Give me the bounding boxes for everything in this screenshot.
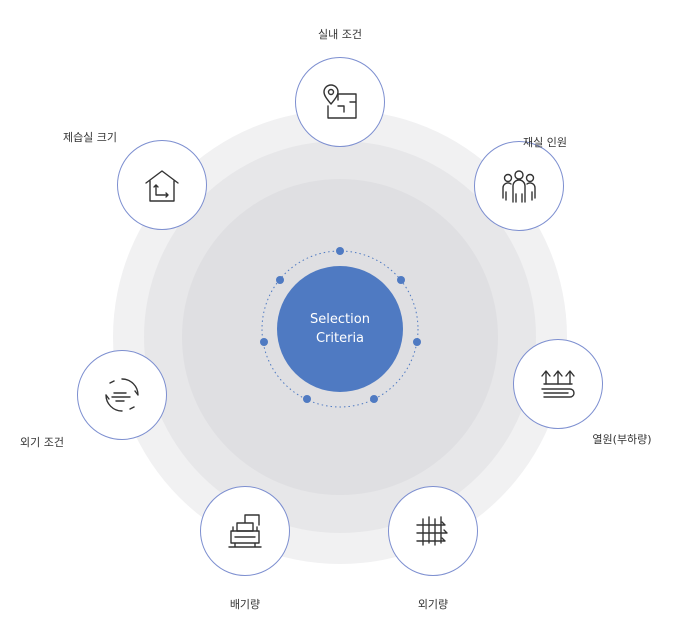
criterion-node-occupants — [474, 141, 564, 231]
heat-source-arrows-icon — [541, 370, 575, 398]
criterion-node-exhaust-volume — [200, 486, 290, 576]
criterion-label-outdoor-air-conditions: 외기 조건 — [20, 436, 64, 449]
orbit-dot — [413, 338, 421, 346]
outdoor-air-cycle-icon — [105, 378, 139, 412]
house-dimension-icon — [145, 170, 179, 202]
criterion-label-indoor-conditions: 실내 조건 — [318, 28, 362, 41]
criterion-label-dehumidifying-room-size: 제습실 크기 — [62, 131, 118, 144]
center-title-line2: Criteria — [315, 331, 365, 346]
criterion-node-dehumidifying-room-size — [117, 140, 207, 230]
criterion-label-heat-load: 열원(부하량) — [592, 433, 652, 446]
criterion-label-outdoor-air-volume: 외기량 — [417, 598, 449, 611]
orbit-dot — [397, 276, 405, 284]
orbit-dot — [260, 338, 268, 346]
orbit-circle — [261, 250, 419, 408]
criterion-node-outdoor-air-conditions — [77, 350, 167, 440]
criterion-node-indoor-conditions — [295, 57, 385, 147]
criterion-label-exhaust-volume: 배기량 — [229, 598, 261, 611]
orbit-dot — [303, 395, 311, 403]
people-group-icon — [502, 170, 536, 203]
orbit-dot — [276, 276, 284, 284]
exhaust-machine-icon — [228, 514, 262, 548]
center-circle: Selection Criteria — [277, 266, 403, 392]
criterion-node-heat-load — [513, 339, 603, 429]
orbit-dot — [370, 395, 378, 403]
air-filter-arrows-icon — [416, 516, 448, 546]
criterion-label-occupants: 재실 인원 — [523, 136, 567, 149]
floorplan-pin-icon — [323, 84, 357, 119]
orbit-dot — [336, 247, 344, 255]
center-title-line1: Selection — [310, 312, 370, 327]
criterion-node-outdoor-air-volume — [388, 486, 478, 576]
